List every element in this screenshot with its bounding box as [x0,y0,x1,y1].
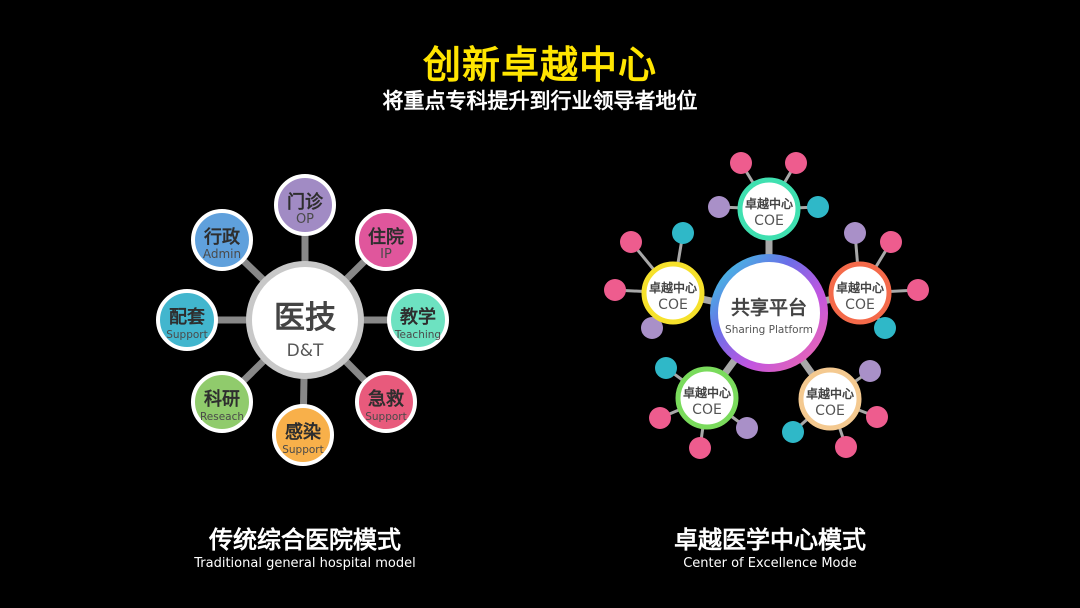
coe-node: 卓越中心 COE [828,261,892,325]
satellite-dot [641,317,663,339]
coe-label-en: COE [658,297,688,313]
center-node-circle [246,261,364,379]
satellite-dot [730,152,752,174]
coe-label-cn: 卓越中心 [806,386,854,401]
platform-node-circle [710,254,828,372]
center-node: 医技 D&T [246,261,364,379]
coe-label-en: COE [815,403,845,419]
coe-label-cn: 卓越中心 [649,280,697,295]
platform-node: 共享平台 Sharing Platform [710,254,828,372]
left-caption-en: Traditional general hospital model [194,556,416,571]
node-label-en: Support [166,329,208,341]
satellite-dot [689,437,711,459]
page-subtitle: 将重点专科提升到行业领导者地位 [382,89,698,113]
satellite-dot [736,417,758,439]
coe-label-en: COE [845,297,875,313]
coe-satellites [604,152,929,459]
node-label-cn: 科研 [204,388,240,410]
satellite-dot [859,360,881,382]
node-label-en: Admin [203,247,241,261]
node-label-en: Reseach [200,411,244,423]
node-label-cn: 住院 [368,226,404,248]
coe-node-circle [737,177,801,241]
coe-nodes: 卓越中心 COE 卓越中心 COE 卓越中心 COE 卓越中心 COE 卓越中心 COE [641,177,892,431]
coe-label-en: COE [754,213,784,229]
right-caption-en: Center of Excellence Mode [683,556,857,571]
satellite-dot [708,196,730,218]
platform-label-en: Sharing Platform [725,324,813,336]
node-label-en: Support [282,444,324,456]
node-circle [272,404,334,466]
node-label-cn: 门诊 [287,191,324,213]
coe-node-circle [675,366,739,430]
coe-node: 卓越中心 COE [641,261,705,325]
satellite-dot [655,357,677,379]
satellite-dot [835,436,857,458]
node-label-cn: 配套 [169,306,205,328]
coe-diagram: 卓越中心 COE 卓越中心 COE 卓越中心 COE 卓越中心 COE 卓越中心 COE 共享平台… [604,152,929,459]
satellite-dot [620,231,642,253]
node-circle [156,289,218,351]
node-circle [274,174,336,236]
satellite-dot [874,317,896,339]
satellite-nodes: 门诊OP住院IP教学Teaching急救Support感染Support科研Re… [156,174,449,466]
node-label-en: Support [365,411,407,423]
node-circle [191,209,253,271]
center-node-label-en: D&T [287,341,324,361]
satellite-dot [844,222,866,244]
coe-label-cn: 卓越中心 [683,385,731,400]
page-title: 创新卓越中心 [422,43,657,87]
coe-label-cn: 卓越中心 [836,280,884,295]
right-caption: 卓越医学中心模式 [674,526,866,554]
platform-label-cn: 共享平台 [731,296,807,319]
traditional-hospital-diagram: 门诊OP住院IP教学Teaching急救Support感染Support科研Re… [156,174,449,466]
node-label-cn: 行政 [203,226,241,248]
satellite-dot [785,152,807,174]
coe-node-circle [641,261,705,325]
node-label-en: OP [296,212,314,227]
satellite-dot [866,406,888,428]
node-label-en: Teaching [394,329,441,341]
coe-label-cn: 卓越中心 [745,196,793,211]
satellite-dot [672,222,694,244]
satellite-dot [907,279,929,301]
node-circle [387,289,449,351]
satellite-dot [880,231,902,253]
node-label-cn: 教学 [400,306,436,328]
node-circle [355,209,417,271]
node-label-cn: 感染 [285,421,322,443]
satellite-dot [649,407,671,429]
coe-node: 卓越中心 COE [798,367,862,431]
node-circle [355,371,417,433]
left-caption: 传统综合医院模式 [209,526,401,554]
node-label-cn: 急救 [368,388,404,410]
coe-node: 卓越中心 COE [737,177,801,241]
satellite-dot [782,421,804,443]
node-circle [191,371,253,433]
coe-node-circle [828,261,892,325]
coe-node: 卓越中心 COE [675,366,739,430]
coe-node-circle [798,367,862,431]
coe-label-en: COE [692,402,722,418]
satellite-dot [807,196,829,218]
satellite-dot [604,279,626,301]
center-node-label-cn: 医技 [274,300,336,336]
node-label-en: IP [380,247,392,262]
